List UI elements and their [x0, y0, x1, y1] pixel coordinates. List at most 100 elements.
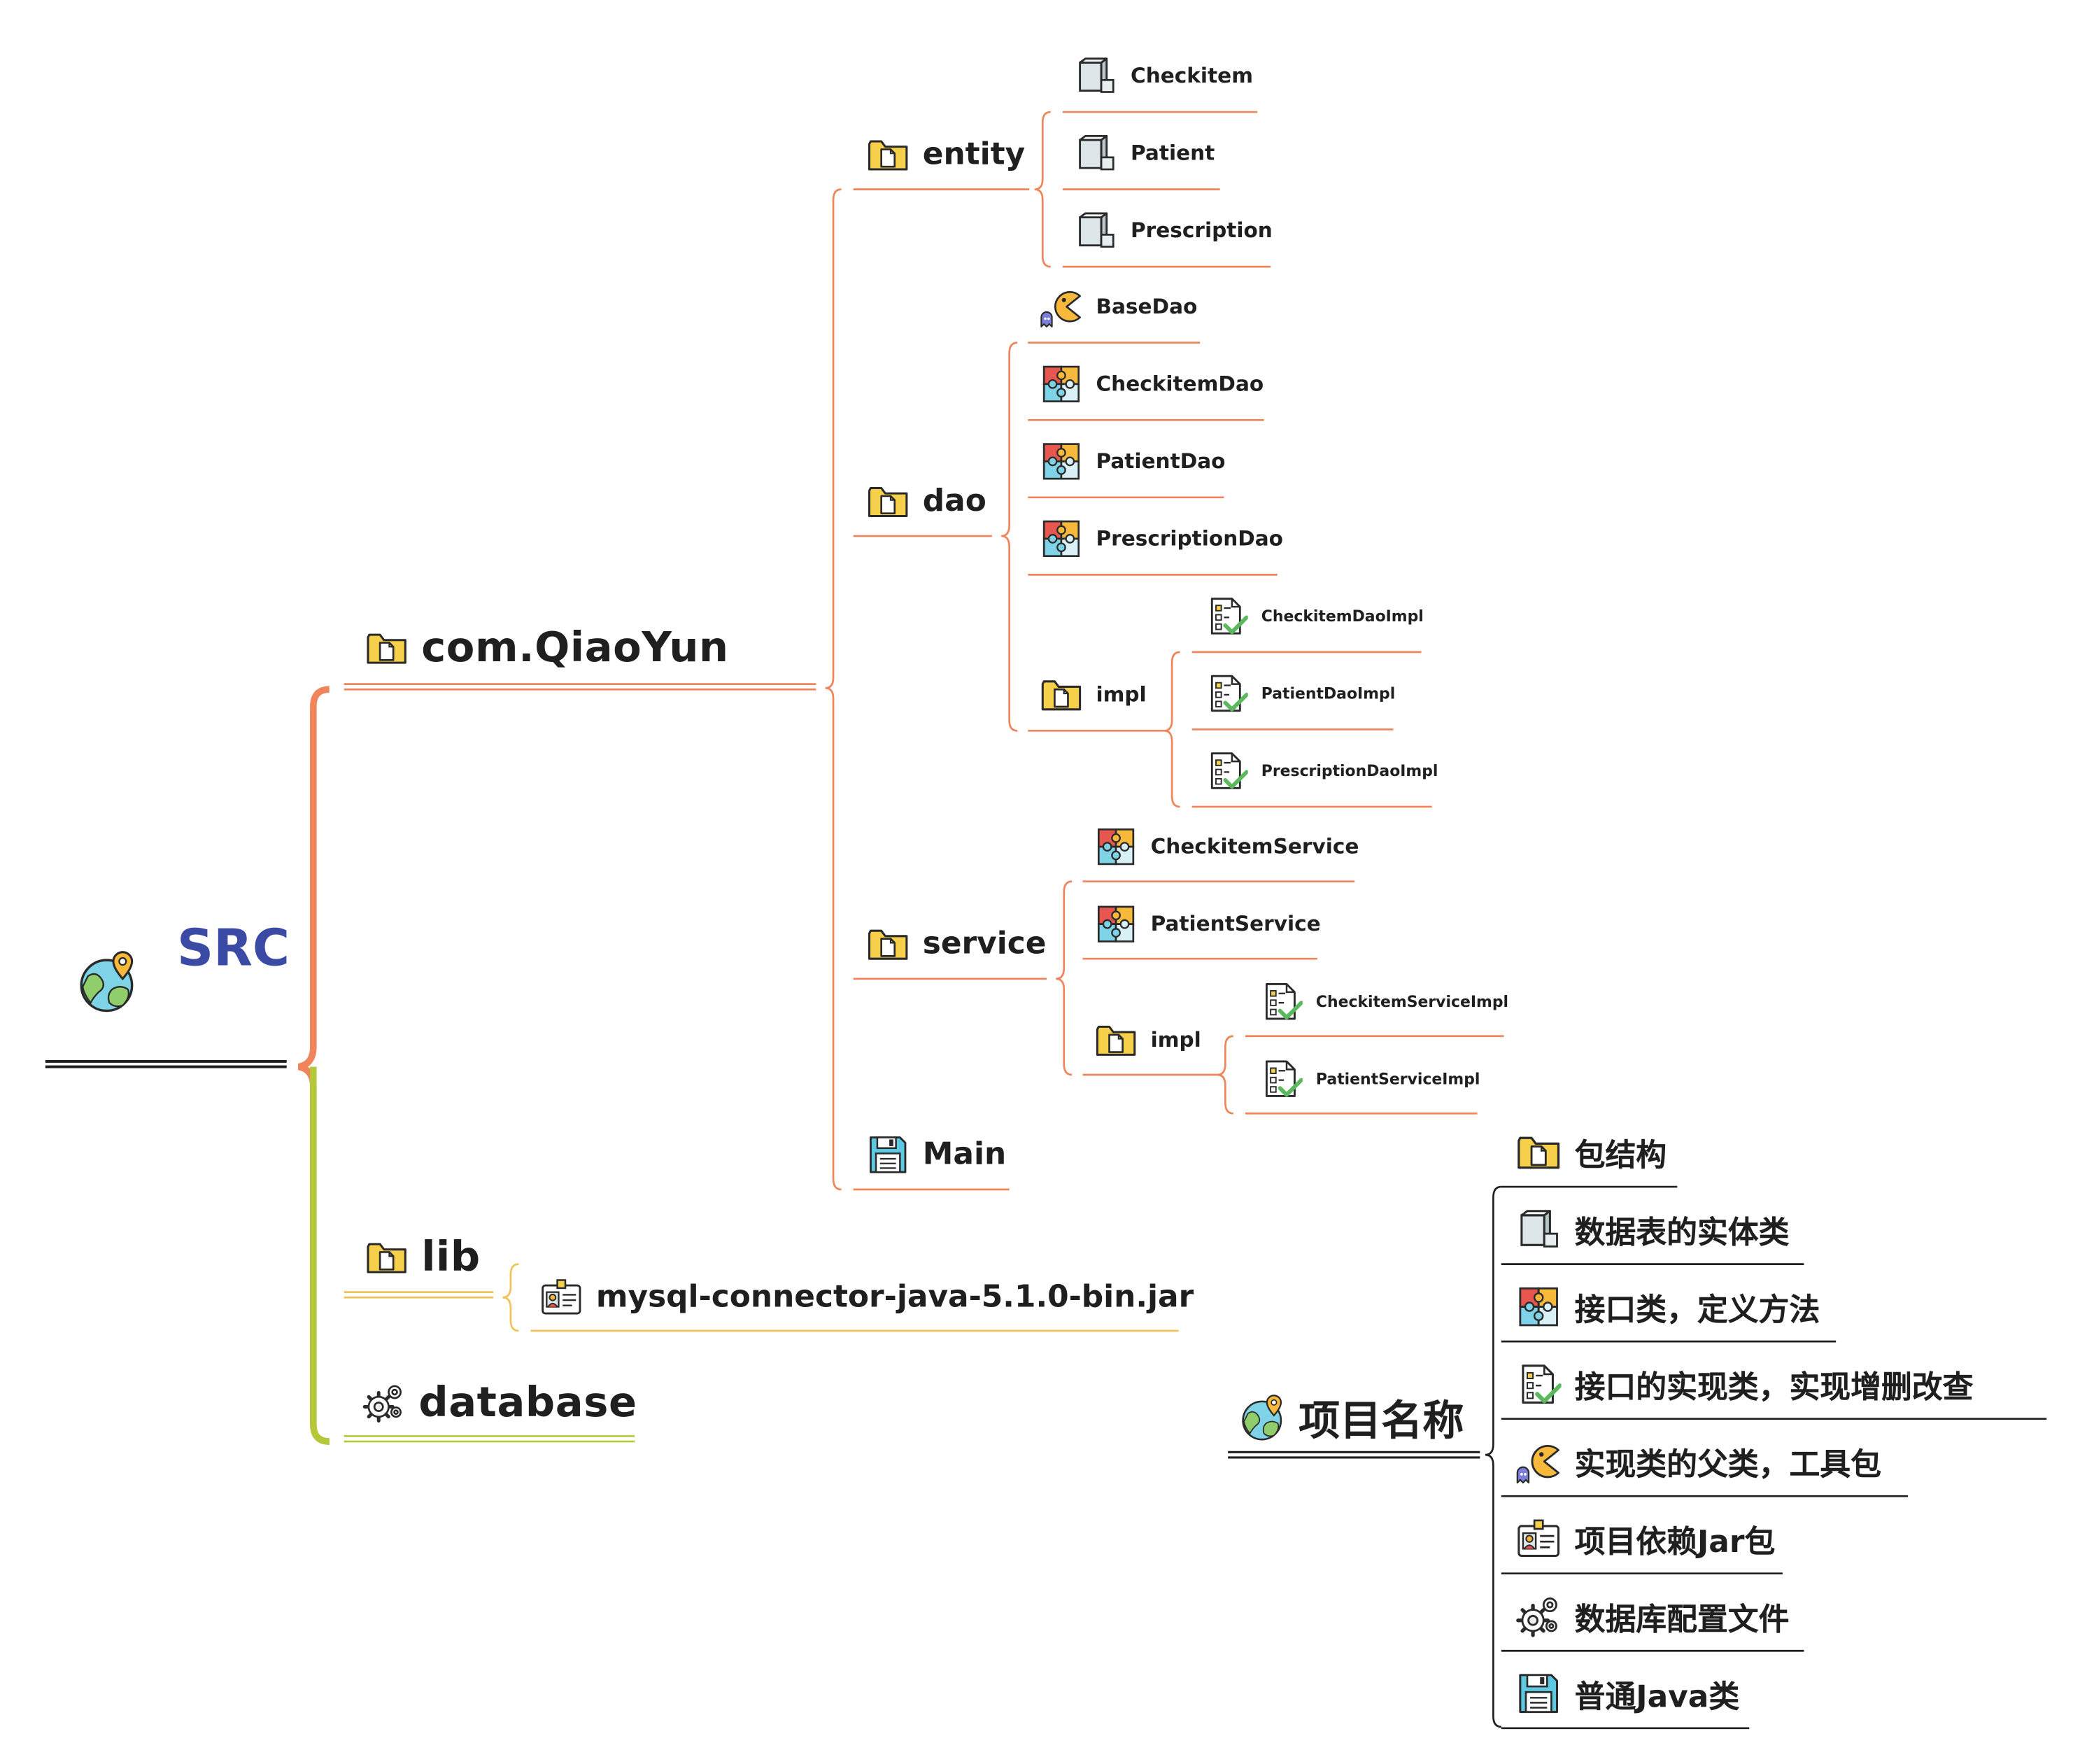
globe-pin-icon [78, 950, 141, 1013]
node-label: Checkitem [1131, 64, 1254, 88]
root-node[interactable]: SRC [73, 913, 290, 1047]
checklist-icon [1260, 1057, 1303, 1100]
pacman-icon [1516, 1439, 1562, 1484]
node-patientdaoimpl[interactable]: PatientDaoImpl [1205, 672, 1395, 714]
node-label: lib [421, 1233, 481, 1282]
legend-item-db[interactable]: 数据库配置文件 [1516, 1593, 1790, 1639]
floppy-icon [867, 1134, 910, 1176]
folder-icon [867, 480, 910, 523]
node-lib[interactable]: lib [365, 1233, 481, 1282]
checklist-icon [1516, 1362, 1562, 1407]
node-entity[interactable]: entity [867, 134, 1025, 176]
node-label: PrescriptionDaoImpl [1261, 761, 1438, 780]
checklist-icon [1260, 980, 1303, 1023]
legend-item-base[interactable]: 实现类的父类，工具包 [1516, 1439, 1881, 1484]
node-label: CheckitemServiceImpl [1315, 992, 1509, 1011]
folder-icon [365, 1236, 408, 1279]
legend-item-entity[interactable]: 数据表的实体类 [1516, 1207, 1790, 1253]
box-icon [1516, 1207, 1562, 1253]
node-basedao[interactable]: BaseDao [1040, 285, 1197, 328]
node-label: CheckitemService [1150, 834, 1359, 859]
node-checkitem[interactable]: Checkitem [1075, 55, 1253, 97]
node-patientservice[interactable]: PatientService [1095, 903, 1321, 945]
node-prescription[interactable]: Prescription [1075, 209, 1273, 252]
legend-label: 数据库配置文件 [1574, 1602, 1790, 1638]
node-label: impl [1096, 682, 1147, 707]
node-label: mysql-connector-java-5.1.0-bin.jar [595, 1280, 1194, 1315]
floppy-icon [1516, 1671, 1562, 1716]
node-patientserviceimpl[interactable]: PatientServiceImpl [1260, 1057, 1480, 1100]
globe-pin-icon [1240, 1393, 1288, 1441]
node-label: database [418, 1378, 637, 1427]
node-label: service [922, 926, 1047, 962]
node-dao[interactable]: dao [867, 480, 986, 523]
id-card-icon [1516, 1516, 1562, 1562]
gears-icon [362, 1381, 405, 1424]
node-mysql-jar[interactable]: mysql-connector-java-5.1.0-bin.jar [540, 1276, 1194, 1319]
box-icon [1075, 209, 1117, 252]
node-checkitemserviceimpl[interactable]: CheckitemServiceImpl [1260, 980, 1508, 1023]
node-checkitemdao[interactable]: CheckitemDao [1040, 362, 1264, 405]
legend-title: 项目名称 [1299, 1397, 1464, 1446]
node-patient[interactable]: Patient [1075, 132, 1215, 175]
node-label: impl [1150, 1028, 1201, 1052]
node-patientdao[interactable]: PatientDao [1040, 440, 1225, 483]
legend-root[interactable]: 项目名称 [1240, 1387, 1464, 1447]
legend-item-folder[interactable]: 包结构 [1516, 1129, 1667, 1175]
node-label: dao [922, 484, 986, 519]
node-service[interactable]: service [867, 923, 1047, 966]
legend-label: 接口的实现类，实现增删改查 [1574, 1371, 1974, 1406]
legend-label: 实现类的父类，工具包 [1574, 1448, 1881, 1483]
node-label: Patient [1131, 141, 1215, 166]
legend-label: 接口类，定义方法 [1574, 1293, 1820, 1329]
folder-icon [867, 134, 910, 176]
legend-item-impl[interactable]: 接口的实现类，实现增删改查 [1516, 1362, 1974, 1407]
node-label: CheckitemDao [1096, 372, 1264, 396]
box-icon [1075, 55, 1117, 97]
folder-icon [1095, 1019, 1138, 1061]
puzzle-icon [1040, 362, 1082, 405]
node-checkitemservice[interactable]: CheckitemService [1095, 826, 1359, 868]
node-main[interactable]: Main [867, 1134, 1006, 1176]
legend-label: 普通Java类 [1574, 1680, 1740, 1715]
node-label: Prescription [1131, 218, 1273, 243]
legend-label: 数据表的实体类 [1574, 1215, 1790, 1251]
gears-icon [1516, 1593, 1562, 1639]
node-label: PatientDaoImpl [1261, 684, 1396, 703]
puzzle-icon [1095, 903, 1138, 945]
puzzle-icon [1095, 826, 1138, 868]
legend-item-java[interactable]: 普通Java类 [1516, 1671, 1739, 1716]
id-card-icon [540, 1276, 583, 1319]
node-prescriptiondaoimpl[interactable]: PrescriptionDaoImpl [1205, 749, 1438, 792]
node-label: Main [922, 1137, 1007, 1173]
checklist-icon [1205, 595, 1248, 637]
node-label: com.QiaoYun [421, 623, 729, 672]
folder-icon [365, 627, 408, 670]
legend-item-interface[interactable]: 接口类，定义方法 [1516, 1284, 1820, 1329]
pacman-icon [1040, 285, 1082, 328]
node-checkitemdaoimpl[interactable]: CheckitemDaoImpl [1205, 595, 1424, 637]
legend-label: 项目依赖Jar包 [1574, 1525, 1776, 1560]
node-prescriptiondao[interactable]: PrescriptionDao [1040, 517, 1283, 560]
folder-icon [867, 923, 910, 966]
puzzle-icon [1040, 517, 1082, 560]
node-label: entity [922, 137, 1026, 172]
puzzle-icon [1040, 440, 1082, 483]
box-icon [1075, 132, 1117, 175]
node-com-qiaoyun[interactable]: com.QiaoYun [365, 624, 728, 672]
legend-item-jar[interactable]: 项目依赖Jar包 [1516, 1516, 1776, 1562]
node-label: BaseDao [1096, 295, 1198, 319]
node-dao-impl[interactable]: impl [1040, 673, 1147, 716]
node-label: PatientService [1150, 912, 1321, 936]
root-title: SRC [176, 919, 290, 978]
node-label: PatientDao [1096, 449, 1226, 474]
node-label: PatientServiceImpl [1315, 1069, 1480, 1089]
folder-icon [1516, 1129, 1562, 1175]
checklist-icon [1205, 749, 1248, 792]
node-label: PrescriptionDao [1096, 526, 1283, 551]
folder-icon [1040, 673, 1082, 716]
puzzle-icon [1516, 1284, 1562, 1329]
node-service-impl[interactable]: impl [1095, 1019, 1201, 1061]
node-database[interactable]: database [362, 1378, 637, 1427]
